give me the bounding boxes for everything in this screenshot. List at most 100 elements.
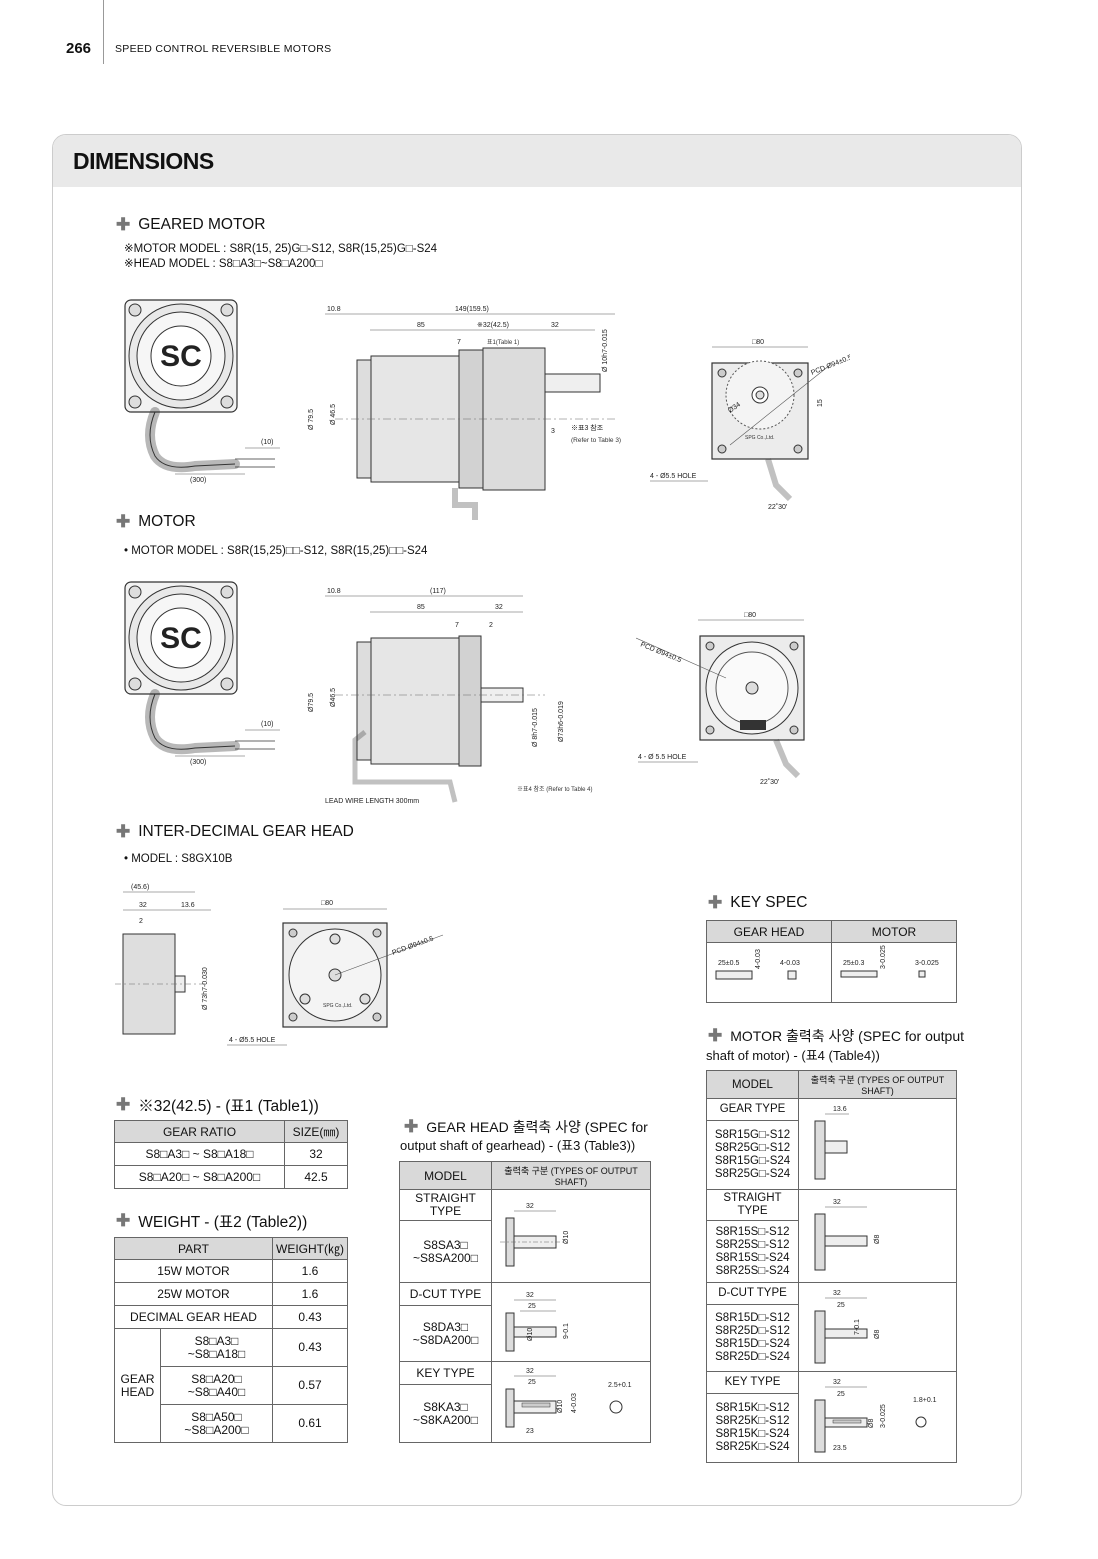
key-spec-heading-text: KEY SPEC xyxy=(730,894,808,911)
gear-head-heading-text: INTER-DECIMAL GEAR HEAD xyxy=(138,823,354,840)
svg-text:SC: SC xyxy=(160,622,202,655)
table4-heading-2: shaft of motor) - (표4 (Table4)) xyxy=(706,1045,880,1064)
motor-model: • MOTOR MODEL : S8R(15,25)□□-S12, S8R(15… xyxy=(124,545,428,557)
dim-dia-46-5: Ø 46.5 xyxy=(330,404,337,425)
dim-32-42-5: ※32(42.5) xyxy=(477,322,509,329)
dim-dia-79-5: Ø 79.5 xyxy=(308,409,315,430)
table1-cell: S8□A3□ ~ S8□A18□ xyxy=(114,1142,285,1166)
plus-icon: ✚ xyxy=(116,512,131,531)
dim-32: 32 xyxy=(551,322,559,329)
table2-weight: PART WEIGHT(㎏) 15W MOTOR 1.6 25W MOTOR 1… xyxy=(114,1237,348,1443)
dim-pcd-94: PCD Ø94±0.5 xyxy=(810,354,850,377)
ref-table3-ko: ※표3 참조 xyxy=(571,424,604,432)
model-line: ~S8□A18□ xyxy=(187,1346,246,1361)
table2-cell: S8□A20□ ~S8□A40□ xyxy=(160,1366,273,1405)
dim: 1.8+0.1 xyxy=(913,1397,937,1404)
model-line: S8□A3□ xyxy=(194,1333,239,1348)
table-row: 25W MOTOR 1.6 xyxy=(114,1282,348,1306)
dim: 32 xyxy=(526,1368,534,1375)
panel-title: DIMENSIONS xyxy=(73,148,214,174)
model-line: S8R25D□-S12 xyxy=(715,1324,790,1337)
table3-type: STRAIGHT TYPE xyxy=(399,1189,492,1221)
table3-heading: ✚ GEAR HEAD 출력축 사양 (SPEC for xyxy=(404,1117,648,1137)
table-row: D-CUT TYPE 32 25 Ø10 9-0.1 xyxy=(399,1282,651,1362)
dim-lead-300: (300) xyxy=(190,759,206,766)
key-spec-header-motor: MOTOR xyxy=(831,920,957,943)
shaft-drawing-key: 32 25 Ø10 4-0.03 2.5+0.1 23 xyxy=(491,1361,651,1443)
dim: 4-0.03 xyxy=(755,949,762,969)
table1-cell: 42.5 xyxy=(284,1165,348,1189)
dim: 32 xyxy=(526,1292,534,1299)
dim: 23.5 xyxy=(833,1445,847,1452)
shaft-drawing-dcut: 32 25 Ø10 9-0.1 xyxy=(491,1282,651,1362)
dim: 3-0.025 xyxy=(915,960,939,967)
geared-motor-front-view: SC (10) (300) xyxy=(115,296,285,496)
key-spec-motor-drawing: 25±0.3 3-0.025 3-0.025 xyxy=(831,942,957,1003)
table-row: S8□A50□ ~S8□A200□ 0.61 xyxy=(115,1404,348,1443)
model-line: S8R15S□-S12 xyxy=(715,1225,790,1238)
table-row: S8□A3□ ~ S8□A18□ 32 xyxy=(114,1142,348,1166)
dim-10-8: 10.8 xyxy=(327,588,341,595)
key-spec-header-gearhead: GEAR HEAD xyxy=(706,920,832,943)
model-line: ~S8□A200□ xyxy=(184,1422,249,1437)
motor-notes: • MOTOR MODEL : S8R(15,25)□□-S12, S8R(15… xyxy=(124,544,427,559)
dim: Ø10 xyxy=(557,1399,564,1412)
plus-icon: ✚ xyxy=(116,1095,131,1114)
plus-icon: ✚ xyxy=(404,1117,419,1136)
table3-gearhead-shaft: MODEL 출력축 구분 (TYPES OF OUTPUT SHAFT) STR… xyxy=(399,1161,651,1443)
dim: 4-0.03 xyxy=(571,1393,578,1413)
model-line: S8R25S□-S12 xyxy=(715,1238,790,1251)
plus-icon: ✚ xyxy=(708,1026,723,1045)
dim-dia-73h6: Ø73h6-0.019 xyxy=(558,701,565,742)
key-spec-heading: ✚ KEY SPEC xyxy=(708,893,808,913)
dim-dia-46-5: Ø46.5 xyxy=(330,688,337,707)
table3-heading-line2: output shaft of gearhead) - (표3 (Table3)… xyxy=(400,1138,636,1153)
table2-cell: 25W MOTOR xyxy=(114,1282,273,1306)
ref-table4: ※표4 참조 (Refer to Table 4) xyxy=(517,785,592,793)
dim-2: 2 xyxy=(489,622,493,629)
dim: 3-0.025 xyxy=(880,945,887,969)
geared-motor-heading: ✚ GEARED MOTOR xyxy=(116,215,265,235)
table-row: D-CUT TYPE 32 25 7-0.1 Ø8 xyxy=(706,1282,957,1372)
model-line: S8R25K□-S24 xyxy=(715,1441,790,1454)
table-row: 15W MOTOR 1.6 xyxy=(114,1259,348,1283)
section-title: SPEED CONTROL REVERSIBLE MOTORS xyxy=(115,43,332,55)
table4-type: GEAR TYPE xyxy=(706,1097,799,1122)
model-line: S8DA3□ xyxy=(422,1319,469,1334)
model-line: S8R25D□-S24 xyxy=(715,1350,790,1363)
table3-heading-2: output shaft of gearhead) - (표3 (Table3)… xyxy=(400,1135,635,1154)
plus-icon: ✚ xyxy=(116,822,131,841)
model-line: S8R15D□-S12 xyxy=(715,1311,790,1324)
dim-85: 85 xyxy=(417,322,425,329)
model-line: S8R25K□-S12 xyxy=(715,1415,790,1428)
table2-header-weight: WEIGHT(㎏) xyxy=(272,1237,348,1260)
model-line: ~S8SA200□ xyxy=(413,1250,478,1265)
dim-85: 85 xyxy=(417,604,425,611)
table-row: GEAR TYPE 13.6 xyxy=(706,1097,957,1190)
shaft-drawing-straight: 32 Ø10 xyxy=(491,1189,651,1283)
gear-label-line1: GEAR xyxy=(120,1371,155,1386)
table-row: 25±0.5 4-0.03 4-0.03 25±0.3 3-0.025 3-0.… xyxy=(706,942,957,1003)
dim: 3-0.025 xyxy=(880,1404,887,1428)
dim-sq-80: □80 xyxy=(752,339,764,346)
dim-4-holes: 4 - Ø5.5 HOLE xyxy=(650,473,697,480)
model-line: ~S8DA200□ xyxy=(412,1332,479,1347)
table-row: S8□A20□ ~ S8□A200□ 42.5 xyxy=(114,1165,348,1189)
table2-cell: 1.6 xyxy=(272,1282,348,1306)
dim-lead-10: (10) xyxy=(261,721,273,728)
table-row: S8R15S□-S12 S8R25S□-S12 S8R15S□-S24 S8R2… xyxy=(706,1220,957,1283)
table-row: S8SA3□ ~S8SA200□ xyxy=(399,1220,651,1283)
dim: 32 xyxy=(833,1379,841,1386)
dim-7: 7 xyxy=(457,339,461,346)
model-line: S8KA3□ xyxy=(423,1399,468,1414)
table2-cell: 0.61 xyxy=(272,1404,348,1443)
ref-table3-en: (Refer to Table 3) xyxy=(571,437,621,444)
table4-type: STRAIGHT TYPE xyxy=(706,1189,799,1221)
table4-motor-shaft: MODEL 출력축 구분 (TYPES OF OUTPUT SHAFT) GEA… xyxy=(706,1070,957,1463)
table3-header-types: 출력축 구분 (TYPES OF OUTPUT SHAFT) xyxy=(491,1161,651,1190)
page-header: 266 SPEED CONTROL REVERSIBLE MOTORS xyxy=(0,0,1098,70)
dim-angle: 22˚30' xyxy=(768,503,787,511)
motor-heading: ✚ MOTOR xyxy=(116,512,196,532)
model-line: S8R25S□-S24 xyxy=(715,1264,790,1277)
gear-head-front-view: □80 PCD Ø94±0.5 SPG Co.,Ltd. 4 - Ø5.5 HO… xyxy=(225,895,460,1055)
